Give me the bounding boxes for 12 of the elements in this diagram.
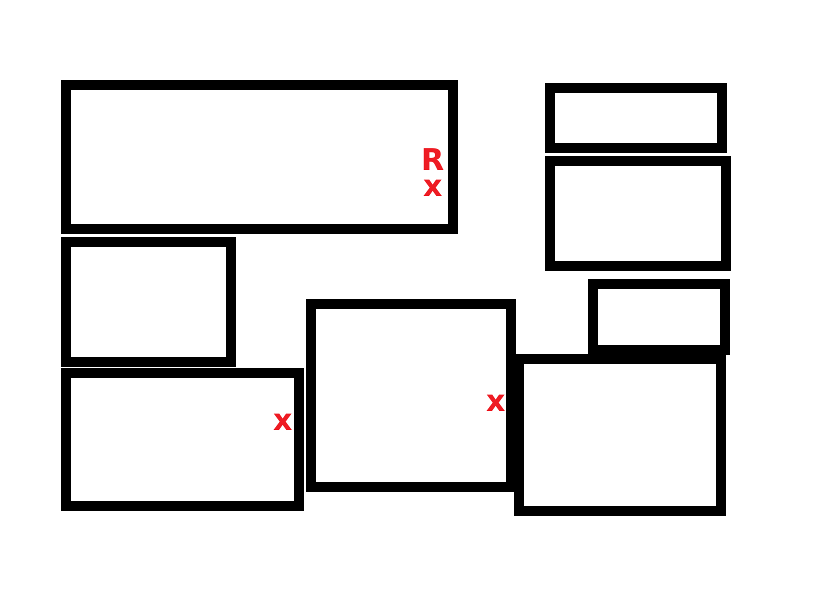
outlined-box <box>61 80 458 234</box>
handwritten-mark: R <box>421 148 444 174</box>
outlined-box <box>61 368 304 511</box>
handwritten-mark: x <box>273 408 292 434</box>
outlined-box <box>514 354 726 516</box>
outlined-box <box>588 279 730 355</box>
outlined-box <box>545 156 731 271</box>
outlined-box <box>61 237 236 367</box>
outlined-box <box>306 299 516 492</box>
outlined-box <box>545 83 727 153</box>
handwritten-mark: x <box>486 389 506 415</box>
handwritten-mark: x <box>423 174 442 200</box>
